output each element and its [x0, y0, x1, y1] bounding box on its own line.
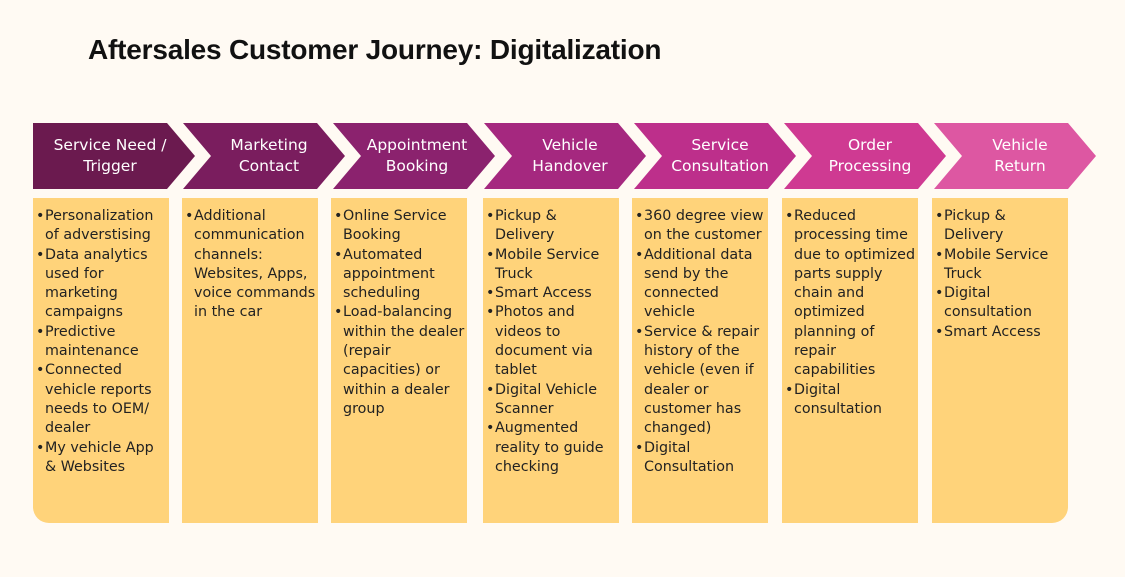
stage-label: Appointment Booking	[366, 136, 468, 175]
chevron-shape	[33, 123, 195, 189]
chevron-shape	[634, 123, 796, 189]
stage-chevron: Marketing Contact	[183, 123, 345, 189]
stage-label: Marketing Contact	[230, 136, 308, 175]
bullet-item: Digital Vehicle Scanner	[486, 381, 617, 420]
stage-details-panel: Personalization of adverstisingData anal…	[33, 198, 169, 523]
stage-label: Vehicle Handover	[532, 136, 608, 175]
stage-chevron: Service Need / Trigger	[33, 123, 195, 189]
bullet-item: My vehicle App & Websites	[36, 439, 167, 478]
bullet-item: Augmented reality to guide checking	[486, 419, 617, 477]
stage-details-panel: 360 degree view on the customerAdditiona…	[632, 198, 768, 523]
bullet-item: Automated appointment scheduling	[334, 246, 465, 304]
chevron-polygon	[634, 123, 796, 189]
bullet-item: Digital Consultation	[635, 439, 766, 478]
stage-bullet-list: Pickup & DeliveryMobile Service TruckSma…	[486, 207, 617, 477]
stage-details-panel: Online Service BookingAutomated appointm…	[331, 198, 467, 523]
bullet-item: Reduced processing time due to optimized…	[785, 207, 916, 381]
bullet-item: Service & repair history of the vehicle …	[635, 323, 766, 439]
stage-chevron: Vehicle Handover	[484, 123, 646, 189]
stage-chevron: Order Processing	[784, 123, 946, 189]
stage-bullet-list: Pickup & DeliveryMobile Service TruckDig…	[935, 207, 1066, 342]
bullet-item: Digital consultation	[935, 284, 1066, 323]
diagram-title: Aftersales Customer Journey: Digitalizat…	[88, 34, 662, 65]
bullet-item: Pickup & Delivery	[935, 207, 1066, 246]
bullet-item: Load-balancing within the dealer (repair…	[334, 303, 465, 419]
bullet-item: Smart Access	[935, 323, 1066, 343]
bullet-item: Data analytics used for marketing campai…	[36, 246, 167, 323]
stage-details-panel: Reduced processing time due to optimized…	[782, 198, 918, 523]
stage-bullet-list: Online Service BookingAutomated appointm…	[334, 207, 465, 419]
chevron-polygon	[784, 123, 946, 189]
chevron-shape	[333, 123, 495, 189]
stage-details-panel: Additional communication channels: Websi…	[182, 198, 318, 523]
stage-chevron: Service Consultation	[634, 123, 796, 189]
stage-details-panel: Pickup & DeliveryMobile Service TruckDig…	[932, 198, 1068, 523]
bullet-item: Connected vehicle reports needs to OEM/ …	[36, 361, 167, 438]
chevron-polygon	[934, 123, 1096, 189]
stage-bullet-list: Personalization of adverstisingData anal…	[36, 207, 167, 477]
chevron-polygon	[183, 123, 345, 189]
chevron-polygon	[33, 123, 195, 189]
stage-label: Vehicle Return	[992, 136, 1048, 175]
bullet-item: Mobile Service Truck	[935, 246, 1066, 285]
bullet-item: Online Service Booking	[334, 207, 465, 246]
bullet-item: Predictive maintenance	[36, 323, 167, 362]
bullet-item: Digital consultation	[785, 381, 916, 420]
chevron-polygon	[333, 123, 495, 189]
bullet-item: Smart Access	[486, 284, 617, 304]
stage-bullet-list: Reduced processing time due to optimized…	[785, 207, 916, 419]
stage-chevron: Appointment Booking	[333, 123, 495, 189]
bullet-item: Mobile Service Truck	[486, 246, 617, 285]
bullet-item: Additional data send by the connected ve…	[635, 246, 766, 323]
chevron-shape	[934, 123, 1096, 189]
stage-label: Order Processing	[828, 136, 912, 175]
chevron-shape	[484, 123, 646, 189]
stage-bullet-list: Additional communication channels: Websi…	[185, 207, 316, 323]
bullet-item: Additional communication channels: Websi…	[185, 207, 316, 323]
bullet-item: Personalization of adverstising	[36, 207, 167, 246]
stage-chevron: Vehicle Return	[934, 123, 1096, 189]
chevron-shape	[784, 123, 946, 189]
stage-details-panel: Pickup & DeliveryMobile Service TruckSma…	[483, 198, 619, 523]
stage-bullet-list: 360 degree view on the customerAdditiona…	[635, 207, 766, 477]
stage-label: Service Consultation	[671, 136, 769, 175]
bullet-item: Photos and videos to document via tablet	[486, 303, 617, 380]
chevron-polygon	[484, 123, 646, 189]
bullet-item: Pickup & Delivery	[486, 207, 617, 246]
bullet-item: 360 degree view on the customer	[635, 207, 766, 246]
chevron-shape	[183, 123, 345, 189]
stage-label: Service Need / Trigger	[53, 136, 167, 175]
